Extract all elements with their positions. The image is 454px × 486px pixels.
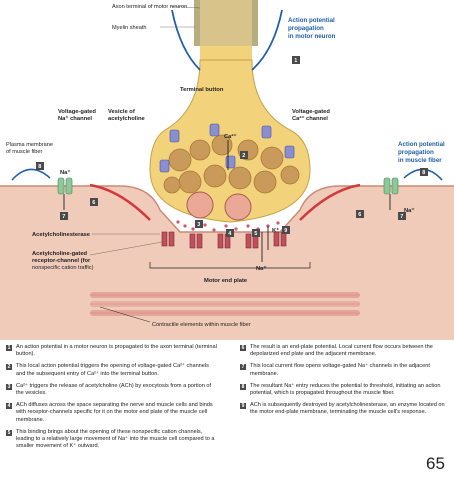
svg-text:1: 1 [294,58,297,64]
contractile-elements [90,292,360,316]
legend-number: 4 [6,403,12,410]
na-ion-label-right: Na⁺ [404,207,414,214]
svg-text:2: 2 [242,153,245,159]
legend-number: 6 [240,345,246,351]
myelin-sheath-label: Myelin sheath [112,25,147,31]
ache-label: Acetylcholinesterase [32,232,91,238]
legend-right-column: 6 The result is an end-plate potential. L… [240,344,452,422]
na-ion-label-left: Na⁺ [60,169,70,176]
exocytosis-vesicle [224,193,252,221]
ca-channels [159,123,295,173]
ap-arrow-neuron [171,9,201,71]
legend-number: 5 [6,429,12,436]
ap-arrow-muscle-left [11,168,51,181]
svg-text:9: 9 [284,228,287,234]
legend-item: 2 This local action potential triggers th… [6,363,218,377]
local-current-arrow-right [299,183,361,221]
na-ion-label-center: Na⁺ [256,265,266,272]
ach-gated-label-2: receptor-channel (for [32,258,91,264]
legend-item: 1 An action potential in a motor neuron i… [6,344,218,358]
voltage-gated-na-channel-right [383,177,399,195]
legend-item: 3 Ca²⁺ triggers the release of acetylchol… [6,383,218,397]
legend-text: This local action potential triggers the… [16,363,209,377]
svg-text:4: 4 [228,231,232,237]
motor-end-plate-bracket [149,262,311,269]
legend-text: Ca²⁺ triggers the release of acetylcholi… [16,382,212,397]
plasma-membrane-label-2: of muscle fiber [6,149,43,155]
svg-text:6: 6 [358,212,361,218]
legend-text: This binding brings about the opening of… [16,428,215,450]
k-ion-label: K⁺ [272,227,279,234]
legend-text: An action potential in a motor neuron is… [16,344,217,358]
legend-item: 8 The resultant Na⁺ entry reduces the pot… [240,383,452,397]
ap-motor-label-2: propagation [288,25,324,32]
ap-muscle-label-3: in muscle fiber [398,157,442,164]
legend-left-column: 1 An action potential in a motor neuron i… [6,344,218,455]
ap-muscle-label-1: Action potential [398,141,445,148]
axon-terminal-label: Axon terminal of motor neuron [112,4,187,10]
ap-arrow-neuron-right [251,9,283,71]
svg-text:5: 5 [254,231,257,237]
legend-number: 8 [240,383,246,390]
legend-number: 1 [6,345,12,351]
vg-na-label-1: Voltage-gated [58,109,96,115]
legend-item: 6 The result is an end-plate potential. L… [240,344,452,358]
svg-text:8: 8 [38,164,41,170]
local-current-arrow-left [89,183,151,221]
legend-text: The result is an end-plate potential. Lo… [250,344,433,358]
terminal-button-label: Terminal button [180,87,224,93]
legend-item: 7 This local current flow opens voltage-g… [240,363,452,377]
legend-number: 3 [6,383,12,390]
vesicle-label-2: acetylcholine [108,116,146,122]
ach-molecules [176,220,280,232]
ap-motor-label-3: in motor neuron [288,33,336,40]
plasma-membrane-label-1: Plasma membrane [6,142,53,148]
motor-end-plate-label: Motor end plate [204,278,248,284]
vesicle-label-1: Vesicle of [108,109,135,115]
legend-text: This local current flow opens voltage-ga… [250,363,430,377]
contractile-label: Contractile elements within muscle fiber [152,322,251,328]
legend-item: 5 This binding brings about the opening o… [6,429,218,451]
svg-text:7: 7 [62,214,65,220]
ach-gated-label-1: Acetylcholine-gated [32,251,88,257]
legend-text: The resultant Na⁺ entry reduces the pote… [250,382,441,397]
ach-receptors [161,231,287,249]
exocytosis-vesicle [186,191,214,219]
svg-text:6: 6 [92,200,95,206]
vg-na-label-2: Na⁺ channel [58,115,92,122]
ca-ion-label: Ca²⁺ [224,133,236,140]
legend-text: ACh is subsequently destroyed by acetylc… [250,402,445,416]
step-badges: 1 2 3 4 5 6 6 7 7 8 8 9 [36,56,428,237]
legend-number: 2 [6,364,12,371]
legend-item: 4 ACh diffuses across the space separatin… [6,402,218,424]
legend-number: 9 [240,403,246,410]
vg-ca-label-2: Ca²⁺ channel [292,115,328,122]
page-number: 65 [426,454,445,473]
svg-text:8: 8 [422,170,425,176]
contractile-leader [99,306,151,323]
vg-ca-label-1: Voltage-gated [292,109,330,115]
legend-text: ACh diffuses across the space separating… [16,402,213,423]
ap-motor-label-1: Action potential [288,17,335,24]
voltage-gated-na-channel-left [57,177,73,195]
ach-gated-label-3: nonspecific cation traffic) [32,265,94,271]
svg-text:3: 3 [197,222,200,228]
diagram-svg: 1 2 3 4 5 6 6 7 7 8 8 9 Axon terminal of… [0,0,454,340]
legend-item: 9 ACh is subsequently destroyed by acetyl… [240,402,452,416]
ap-muscle-label-2: propagation [398,149,434,156]
legend-number: 7 [240,364,246,371]
svg-text:7: 7 [400,214,403,220]
